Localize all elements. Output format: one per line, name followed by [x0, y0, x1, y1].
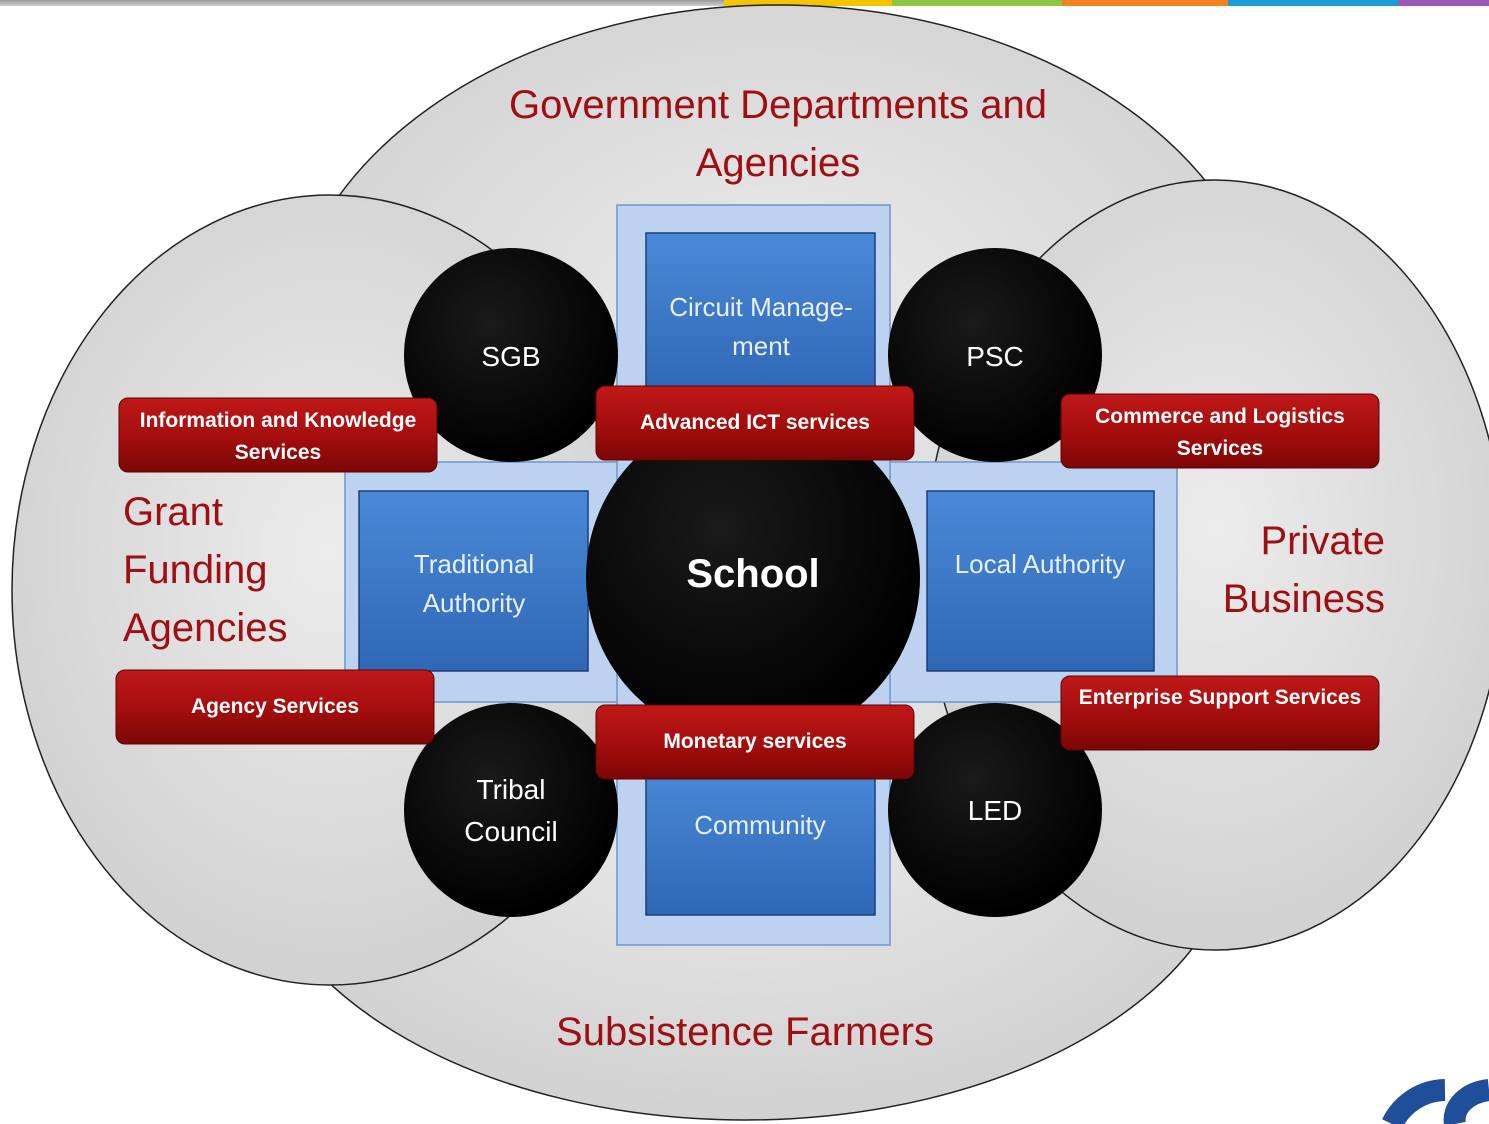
service-bar-commerce	[1060, 393, 1380, 469]
circle-school	[586, 410, 920, 744]
top-bar-orange	[1062, 0, 1228, 6]
box-local-authority	[926, 490, 1155, 672]
service-bar-agency	[115, 669, 435, 745]
circle-label-led: LED	[967, 795, 1023, 826]
box-community	[645, 764, 876, 916]
top-bar-yellow	[724, 0, 892, 6]
top-accent-bar	[0, 0, 1489, 6]
ellipse-label-grant: Grant Funding Agencies	[123, 490, 288, 650]
box-label-community: Community	[694, 810, 826, 840]
service-bar-ict	[595, 385, 915, 461]
top-bar-blue	[1228, 0, 1398, 6]
ellipse-label-subsistence: Subsistence Farmers	[556, 1010, 934, 1054]
circle-label-psc: PSC	[966, 341, 1024, 372]
service-label-commerce: Commerce and Logistics Services	[1095, 405, 1345, 460]
circle-tribal-council	[404, 703, 618, 917]
circle-label-sgb: SGB	[481, 341, 541, 372]
service-bar-enterprise	[1060, 675, 1380, 751]
top-bar-grey	[0, 0, 724, 6]
circle-psc	[888, 248, 1102, 462]
box-label-traditional: Traditional Authority	[413, 549, 535, 618]
logo-mark	[1382, 1079, 1489, 1124]
service-bar-monetary	[595, 704, 915, 780]
service-label-enterprise: Enterprise Support Services	[1078, 686, 1362, 709]
top-bar-green	[892, 0, 1062, 6]
service-label-monetary: Monetary services	[663, 730, 847, 753]
circle-label-school: School	[686, 552, 820, 596]
circle-label-tribal: Tribal Council	[464, 774, 558, 847]
box-label-circuit: Circuit Manage-ment	[669, 292, 853, 361]
service-label-agency: Agency Services	[190, 695, 360, 718]
ellipse-label-government: Government Departments and Agencies	[508, 83, 1048, 185]
ellipse-label-private: Private Business	[1222, 519, 1385, 621]
box-label-local: Local Authority	[954, 549, 1126, 579]
top-bar-purple	[1398, 0, 1489, 6]
circle-led	[888, 703, 1102, 917]
circle-sgb	[404, 248, 618, 462]
service-label-information: Information and Knowledge Services	[139, 409, 417, 464]
service-bar-information	[118, 397, 438, 473]
box-traditional-authority	[358, 490, 589, 672]
box-circuit-management	[645, 232, 876, 394]
service-label-ict: Advanced ICT services	[640, 411, 870, 434]
